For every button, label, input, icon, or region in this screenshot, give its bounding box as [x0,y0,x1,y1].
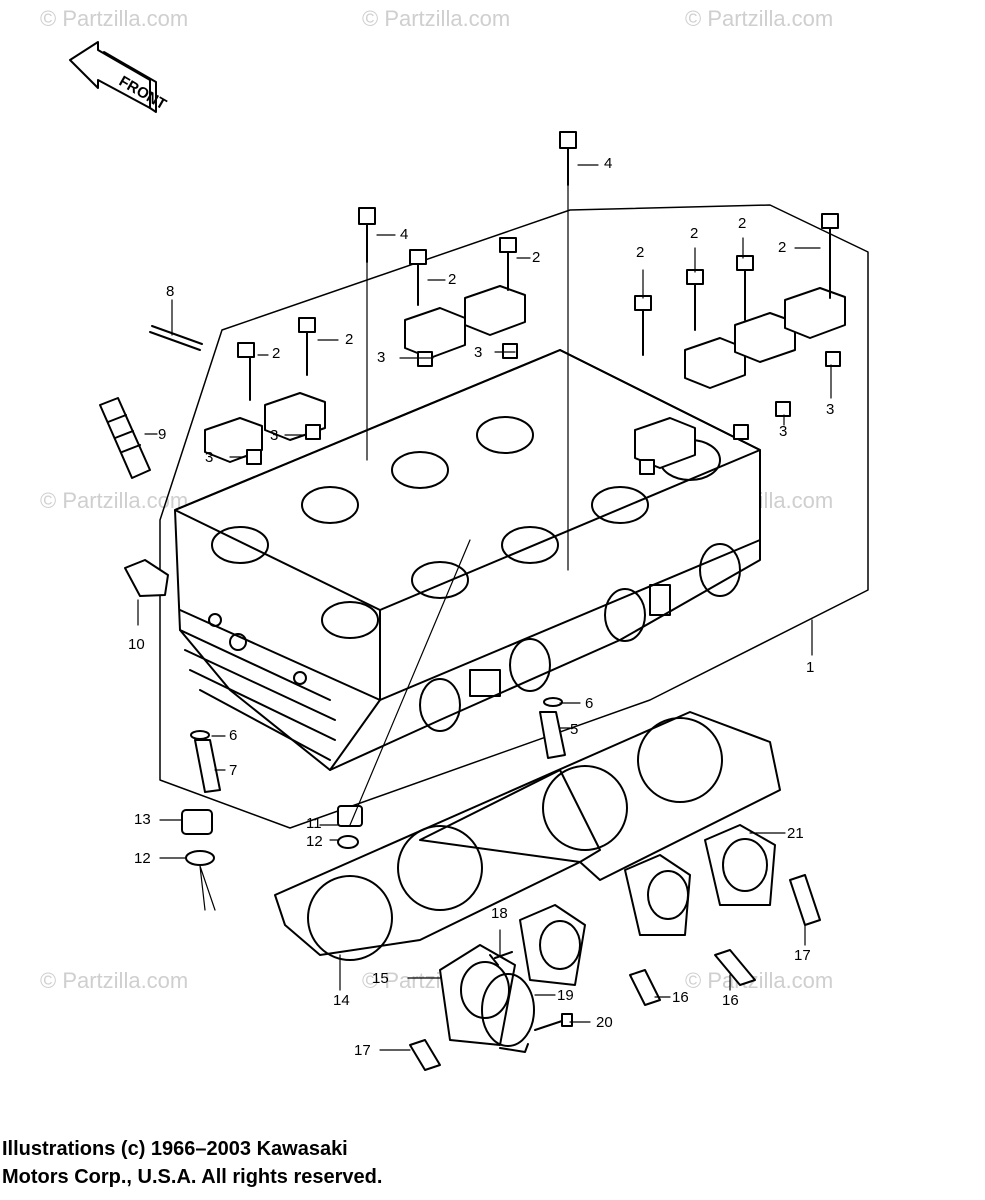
callout-8: 8 [166,283,175,300]
assembly-outline [159,204,869,829]
callout-2: 2 [448,271,457,288]
callout-9: 9 [158,426,167,443]
seal-6 [543,697,563,707]
callout-6: 6 [229,727,238,744]
camshaft-caps-right [634,287,846,469]
callout-12: 12 [306,833,323,850]
callout-5: 5 [570,721,579,738]
watermark: © Partzilla.com [40,6,189,31]
callout-14: 14 [333,992,350,1009]
intake-holder-21 [704,824,776,906]
callout-3: 3 [474,344,483,361]
spark-plug-9 [99,397,151,479]
callout-15: 15 [372,970,389,987]
watermark: © Partzilla.com [362,6,511,31]
copyright-line-1: Illustrations (c) 1966–2003 Kawasaki [2,1138,348,1160]
washer-12 [185,850,215,866]
callout-3: 3 [826,401,835,418]
clamp-19 [481,973,535,1053]
callout-2: 2 [778,239,787,256]
callout-3: 3 [779,423,788,440]
callout-20: 20 [596,1014,613,1031]
callout-1: 1 [806,659,815,676]
plug-13 [181,809,213,835]
watermark: © Partzilla.com [685,6,834,31]
hose-16 [629,969,661,1006]
front-arrow-icon [69,41,157,113]
callout-12: 12 [134,850,151,867]
callout-13: 13 [134,811,151,828]
hose-17 [409,1039,441,1071]
watermark: © Partzilla.com [685,968,834,993]
callout-7: 7 [229,762,238,779]
callout-4: 4 [400,226,409,243]
callout-18: 18 [491,905,508,922]
valve-guide-5 [539,711,566,759]
cap-bolts [237,131,839,571]
cylinder-head [174,349,761,771]
hose-16 [714,949,756,986]
seal-6 [190,730,210,740]
callout-2: 2 [690,225,699,242]
copyright-line-2: Motors Corp., U.S.A. All rights reserved… [2,1166,383,1188]
callout-21: 21 [787,825,804,842]
screw-18 [489,951,513,966]
callout-3: 3 [270,427,279,444]
callout-16: 16 [722,992,739,1009]
callout-16: 16 [672,989,689,1006]
callout-19: 19 [557,987,574,1004]
callout-11: 11 [306,815,322,832]
intake-holder-upper [519,904,586,986]
washer-12 [337,835,359,849]
watermark: © Partzilla.com [40,968,189,993]
callout-17: 17 [794,947,811,964]
callout-10: 10 [128,636,145,653]
valve-guide-7 [194,739,221,793]
callout-6: 6 [585,695,594,712]
callout-2: 2 [272,345,281,362]
plug-11 [337,805,363,827]
callout-2: 2 [738,215,747,232]
stud-8 [149,325,203,351]
callout-2: 2 [636,244,645,261]
screw-20 [534,1019,566,1031]
callout-2: 2 [345,331,354,348]
plug-10 [124,559,169,597]
callout-4: 4 [604,155,613,172]
callout-17: 17 [354,1042,371,1059]
callout-3: 3 [205,449,214,466]
head-gasket-14 [274,711,781,961]
dowel-pins [246,343,841,475]
camshaft-caps-left [204,285,526,463]
callout-2: 2 [532,249,541,266]
callout-3: 3 [377,349,386,366]
hose-17 [789,874,821,926]
intake-holder-15 [439,944,516,1046]
intake-holder-mid [624,854,691,936]
